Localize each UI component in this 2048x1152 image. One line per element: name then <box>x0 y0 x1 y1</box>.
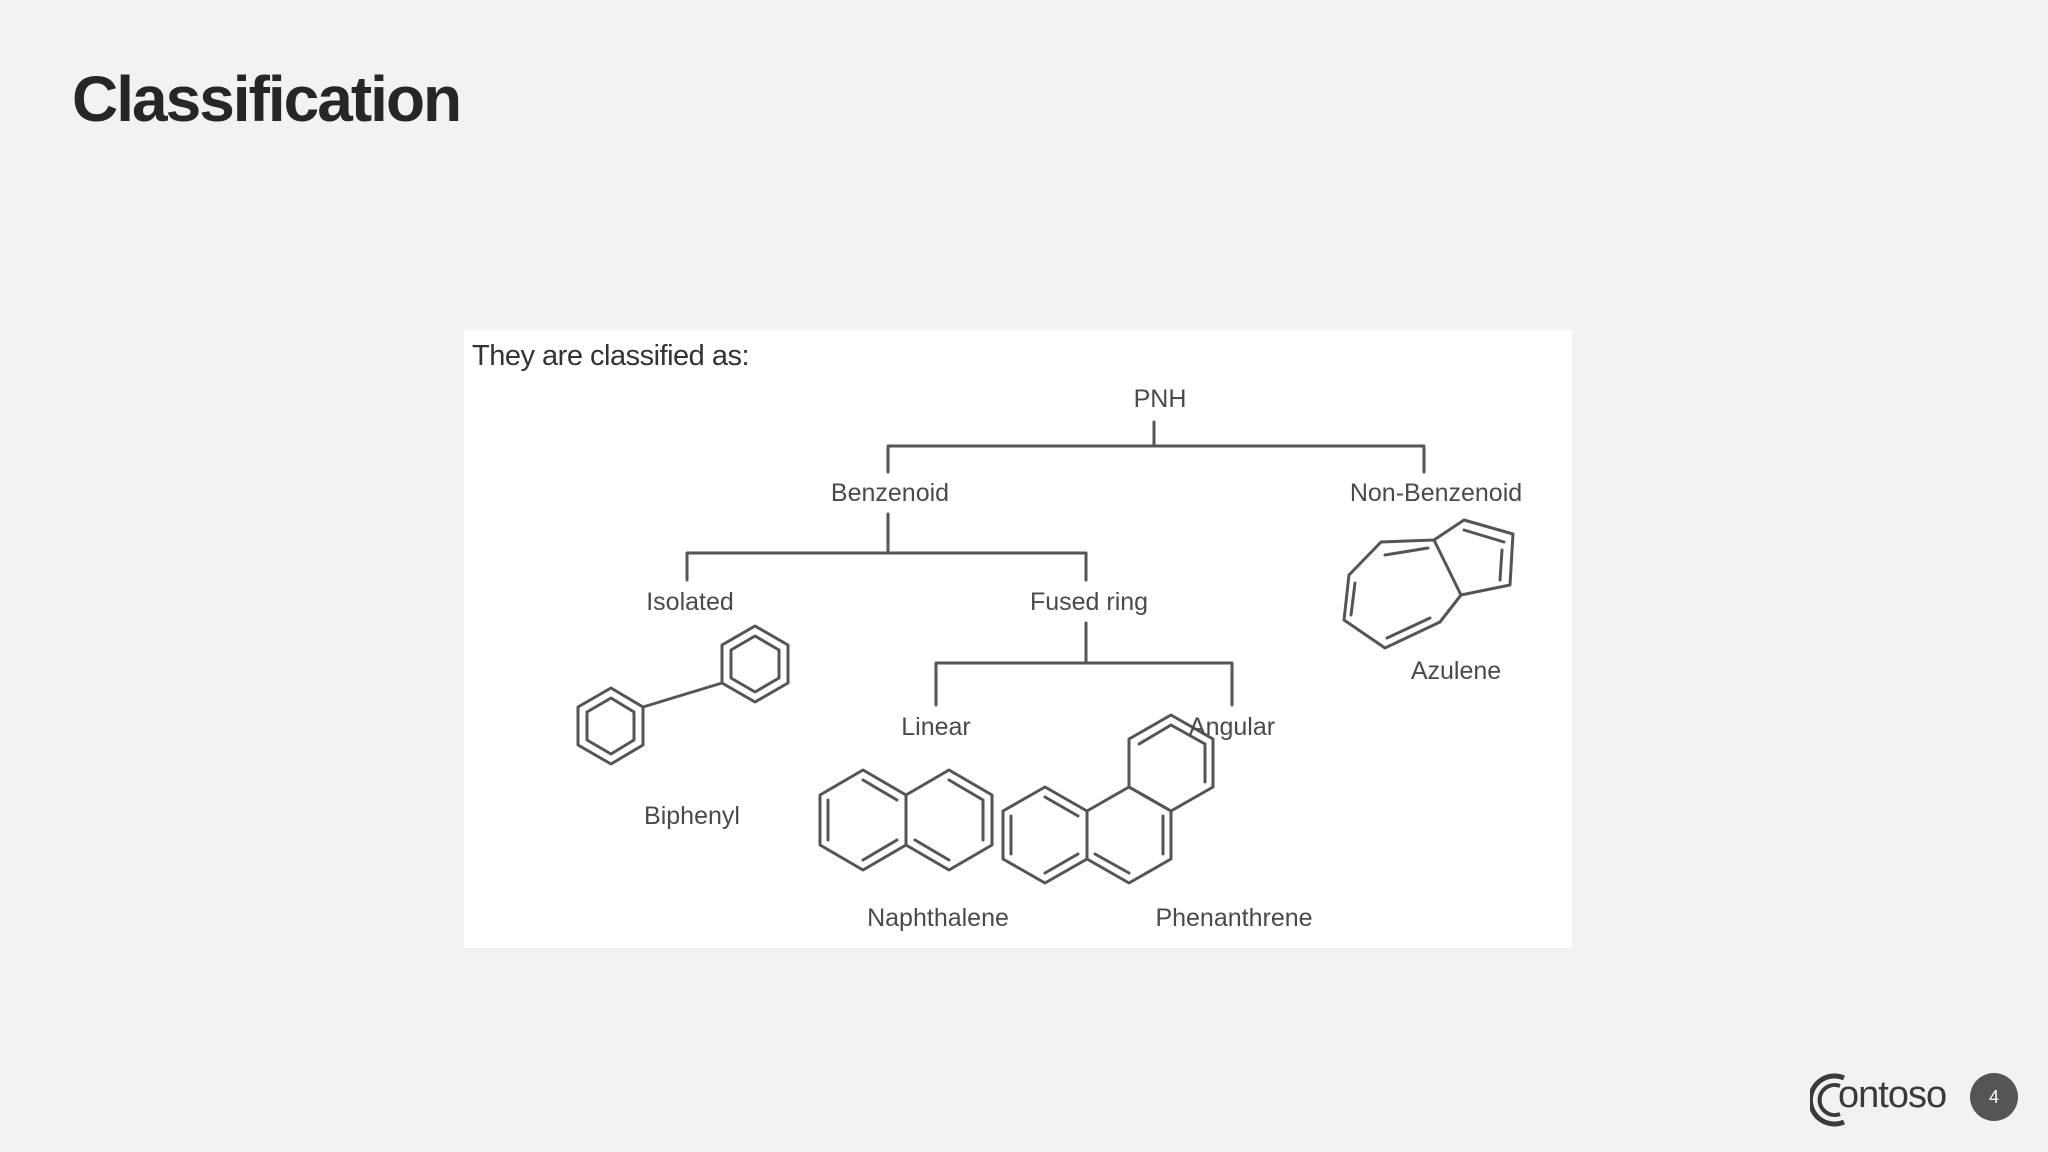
label-azulene: Azulene <box>1410 657 1502 685</box>
phenanthrene-structure <box>1001 713 1215 885</box>
page-number-badge: 4 <box>1970 1073 2018 1121</box>
naphthalene-structure <box>818 768 994 872</box>
classification-figure: They are classified as: PNH Benzenoid No… <box>464 330 1572 948</box>
logo-text: ontoso <box>1838 1074 1947 1116</box>
slide-title: Classification <box>72 63 462 135</box>
figure-caption: They are classified as: <box>472 340 750 372</box>
node-fused-ring: Fused ring <box>1029 588 1149 616</box>
biphenyl-structure <box>576 624 790 766</box>
node-non-benzenoid: Non-Benzenoid <box>1349 479 1523 507</box>
label-naphthalene: Naphthalene <box>867 904 1009 932</box>
node-angular: Angular <box>1188 713 1276 741</box>
tree-diagram <box>576 420 1515 885</box>
node-pnh: PNH <box>1133 385 1187 413</box>
label-biphenyl: Biphenyl <box>644 802 740 830</box>
logo-c-mark-icon <box>1810 1073 1845 1127</box>
node-benzenoid: Benzenoid <box>830 479 950 507</box>
node-linear: Linear <box>901 713 971 741</box>
tree-connectors <box>685 420 1426 707</box>
contoso-logo: ontoso <box>1810 1068 1960 1128</box>
azulene-structure <box>1342 518 1515 650</box>
node-isolated: Isolated <box>646 588 734 616</box>
label-phenanthrene: Phenanthrene <box>1155 904 1313 932</box>
